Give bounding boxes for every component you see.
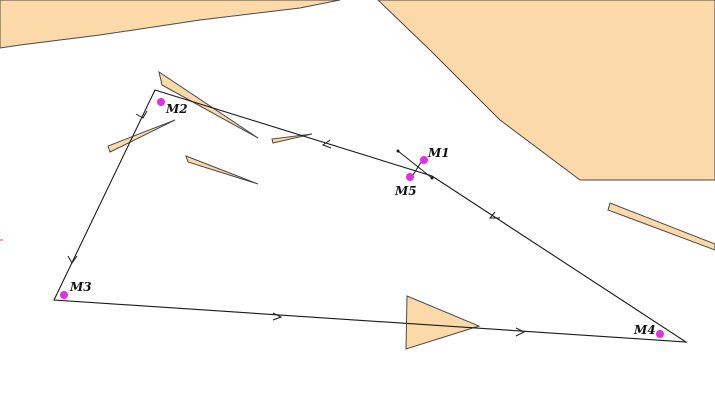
region-top-right xyxy=(377,0,715,181)
direction-chevron-icon xyxy=(272,312,283,321)
marker-m3[interactable]: M3 xyxy=(60,280,92,299)
direction-chevron-icon xyxy=(135,110,148,119)
marker-m4[interactable]: M4 xyxy=(633,323,664,338)
tick-end-dot xyxy=(430,176,434,180)
direction-chevron-icon xyxy=(321,139,332,149)
marker-label: M5 xyxy=(394,184,417,198)
direction-chevron-icon xyxy=(488,211,500,219)
sliver-region-5 xyxy=(607,202,715,251)
sliver-region-2 xyxy=(107,119,176,153)
marker-label: M2 xyxy=(165,102,188,116)
crossing-tick xyxy=(397,150,433,179)
route-path[interactable] xyxy=(53,89,689,343)
sliver-region-4 xyxy=(271,133,313,144)
marker-label: M1 xyxy=(427,146,450,160)
sliver-region-1 xyxy=(158,70,259,139)
tick-end-dot xyxy=(396,149,400,153)
marker-label: M4 xyxy=(633,323,656,337)
marker-m1[interactable]: M1 xyxy=(420,146,450,164)
sliver-region-3 xyxy=(185,155,259,185)
triangle-marker xyxy=(405,295,481,350)
direction-chevron-icon xyxy=(515,327,526,337)
direction-chevron-icon xyxy=(67,255,78,264)
marker-m2[interactable]: M2 xyxy=(157,98,188,116)
marker-m5[interactable]: M5 xyxy=(394,173,417,198)
region-top-left xyxy=(0,0,341,49)
marker-label: M3 xyxy=(69,280,92,294)
